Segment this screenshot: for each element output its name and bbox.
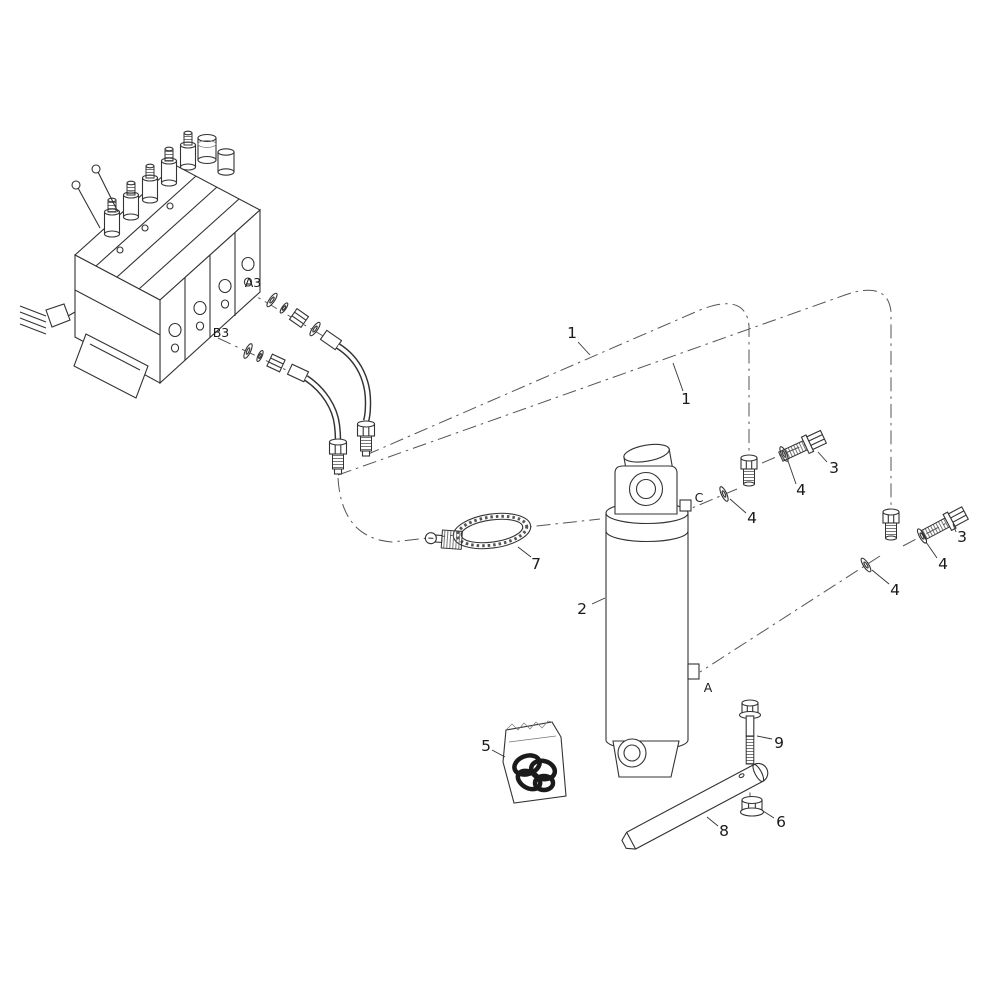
banjo-bolt-lower [920, 506, 970, 541]
callout-clamp: 7 [531, 555, 541, 573]
o-rings [512, 753, 558, 793]
elbow-fitting [286, 363, 310, 383]
routing-lines [217, 287, 959, 800]
port-a-stub [687, 663, 700, 680]
seal-ring [256, 349, 264, 363]
control-valve-block [19, 130, 261, 399]
valve-left-face [74, 254, 161, 384]
seal-kit-bag [502, 720, 567, 804]
clamp-band-slots [455, 514, 529, 548]
routing-line-hose-upper [365, 303, 750, 456]
port-c-stub [679, 499, 692, 512]
callouts: 1 1 2 3 3 4 4 4 4 5 6 7 8 9 [481, 324, 967, 840]
callout-nut: 6 [776, 813, 786, 831]
callout-bolt-upper: 3 [829, 459, 839, 477]
callout-washer-b: 4 [796, 481, 806, 499]
port-label-a: A [704, 680, 713, 695]
washer [243, 343, 253, 359]
washer-upper-left [719, 486, 729, 502]
hose-lower [304, 375, 342, 442]
clamp-screw-housing [424, 529, 463, 550]
callout-washer-a: 4 [747, 509, 757, 527]
callout-pin-bolt: 9 [774, 734, 784, 752]
routing-line-hose-lower [337, 289, 892, 505]
port-label-a3: A3 [245, 275, 262, 290]
fitting-chain-a3 [266, 292, 343, 351]
port-label-c: C [695, 490, 704, 505]
valve-connector [19, 303, 76, 335]
callout-seal-kit: 5 [481, 737, 491, 755]
elbow-fitting [319, 329, 343, 351]
plug-fitting-upper [740, 454, 758, 487]
mounting-pin [621, 762, 769, 850]
rod-eye-inner [635, 478, 657, 500]
callout-bolt-lower: 3 [957, 528, 967, 546]
port-labels: A3 B3 C A [213, 275, 713, 695]
clevis-eye-inner [623, 744, 641, 762]
plug-fitting-lower [882, 508, 900, 541]
pin-nut [739, 795, 765, 817]
banjo-bolt-upper [778, 429, 828, 462]
callout-cylinder: 2 [577, 600, 587, 618]
pin-bolt [738, 699, 762, 765]
callout-washer-d: 4 [890, 581, 900, 599]
valve-mounting-plate [73, 333, 149, 399]
hose-end-fitting-upper [356, 420, 376, 457]
callout-pin: 8 [719, 822, 729, 840]
leader-lines [491, 341, 957, 827]
hose-end-fitting-lower [328, 438, 348, 475]
washer-lower-left [860, 557, 872, 573]
washer [309, 321, 321, 337]
hose-upper [336, 343, 372, 423]
axis-upper-cluster-left [691, 488, 738, 509]
routing-line-port-a [699, 555, 881, 673]
hex-fitting [266, 353, 286, 373]
fitting-chain-b3 [243, 343, 310, 383]
seal-ring [279, 302, 289, 314]
callout-hose-upper: 1 [567, 324, 577, 342]
valve-levers [71, 164, 119, 229]
port-label-b3: B3 [213, 325, 230, 340]
routing-line-clamp [337, 477, 601, 543]
valve-actuators [103, 130, 235, 238]
valve-ports [168, 256, 255, 353]
hose-clamp [424, 512, 532, 550]
callout-hose-lower: 1 [681, 390, 691, 408]
callout-washer-c: 4 [938, 555, 948, 573]
washer [266, 292, 278, 308]
hex-fitting [288, 307, 310, 329]
hydraulic-cylinder [605, 443, 700, 778]
cylinder-barrel [605, 512, 689, 751]
